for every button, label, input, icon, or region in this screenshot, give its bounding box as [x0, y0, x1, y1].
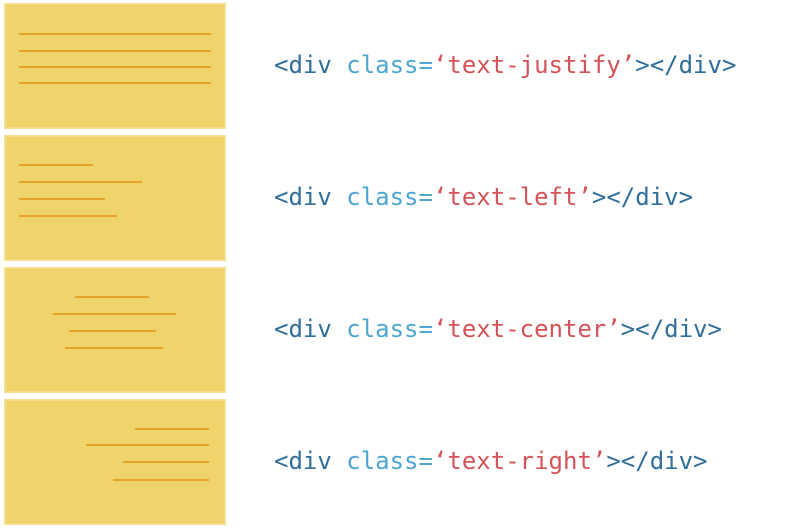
right-code-snippet: <div class=‘text-right’></div> [274, 444, 708, 478]
code-class-value: ‘text-center’ [432, 315, 621, 343]
justify-line-2 [19, 50, 211, 52]
code-open-tag: <div [274, 315, 332, 343]
code-open-tag: <div [274, 51, 332, 79]
center-alignment-illustration [4, 267, 226, 393]
right-line-4 [113, 479, 209, 481]
code-close-tag: ></div> [620, 315, 722, 343]
code-close-tag: ></div> [635, 51, 737, 79]
code-close-tag: ></div> [606, 447, 708, 475]
left-line-4 [19, 215, 117, 217]
right-alignment-illustration [4, 399, 226, 525]
center-line-1 [75, 296, 149, 298]
left-code-snippet: <div class=‘text-left’></div> [274, 180, 693, 214]
justify-code-snippet: <div class=‘text-justify’></div> [274, 48, 736, 82]
code-class-value: ‘text-left’ [432, 183, 592, 211]
left-line-1 [19, 164, 93, 166]
center-row: <div class=‘text-center’></div> [0, 267, 800, 393]
right-row: <div class=‘text-right’></div> [0, 399, 800, 525]
code-close-tag: ></div> [591, 183, 694, 211]
code-class-attribute: class= [331, 315, 433, 343]
code-class-value: ‘text-justify’ [432, 51, 636, 79]
left-line-3 [19, 198, 105, 200]
code-class-value: ‘text-right’ [432, 447, 607, 475]
center-line-2 [53, 313, 176, 315]
right-line-2 [86, 444, 209, 446]
code-open-tag: <div [274, 183, 332, 211]
left-alignment-illustration [4, 135, 226, 261]
left-row: <div class=‘text-left’></div> [0, 135, 800, 261]
right-line-3 [123, 461, 209, 463]
center-line-4 [65, 347, 163, 349]
code-open-tag: <div [274, 447, 332, 475]
justify-row: <div class=‘text-justify’></div> [0, 3, 800, 129]
justify-line-1 [19, 33, 211, 35]
right-line-1 [135, 428, 209, 430]
code-class-attribute: class= [331, 51, 433, 79]
center-line-3 [69, 330, 156, 332]
justify-line-4 [19, 82, 211, 84]
left-line-2 [19, 181, 142, 183]
code-class-attribute: class= [331, 183, 433, 211]
justify-line-3 [19, 66, 211, 68]
center-code-snippet: <div class=‘text-center’></div> [274, 312, 722, 346]
justify-alignment-illustration [4, 3, 226, 129]
code-class-attribute: class= [331, 447, 433, 475]
